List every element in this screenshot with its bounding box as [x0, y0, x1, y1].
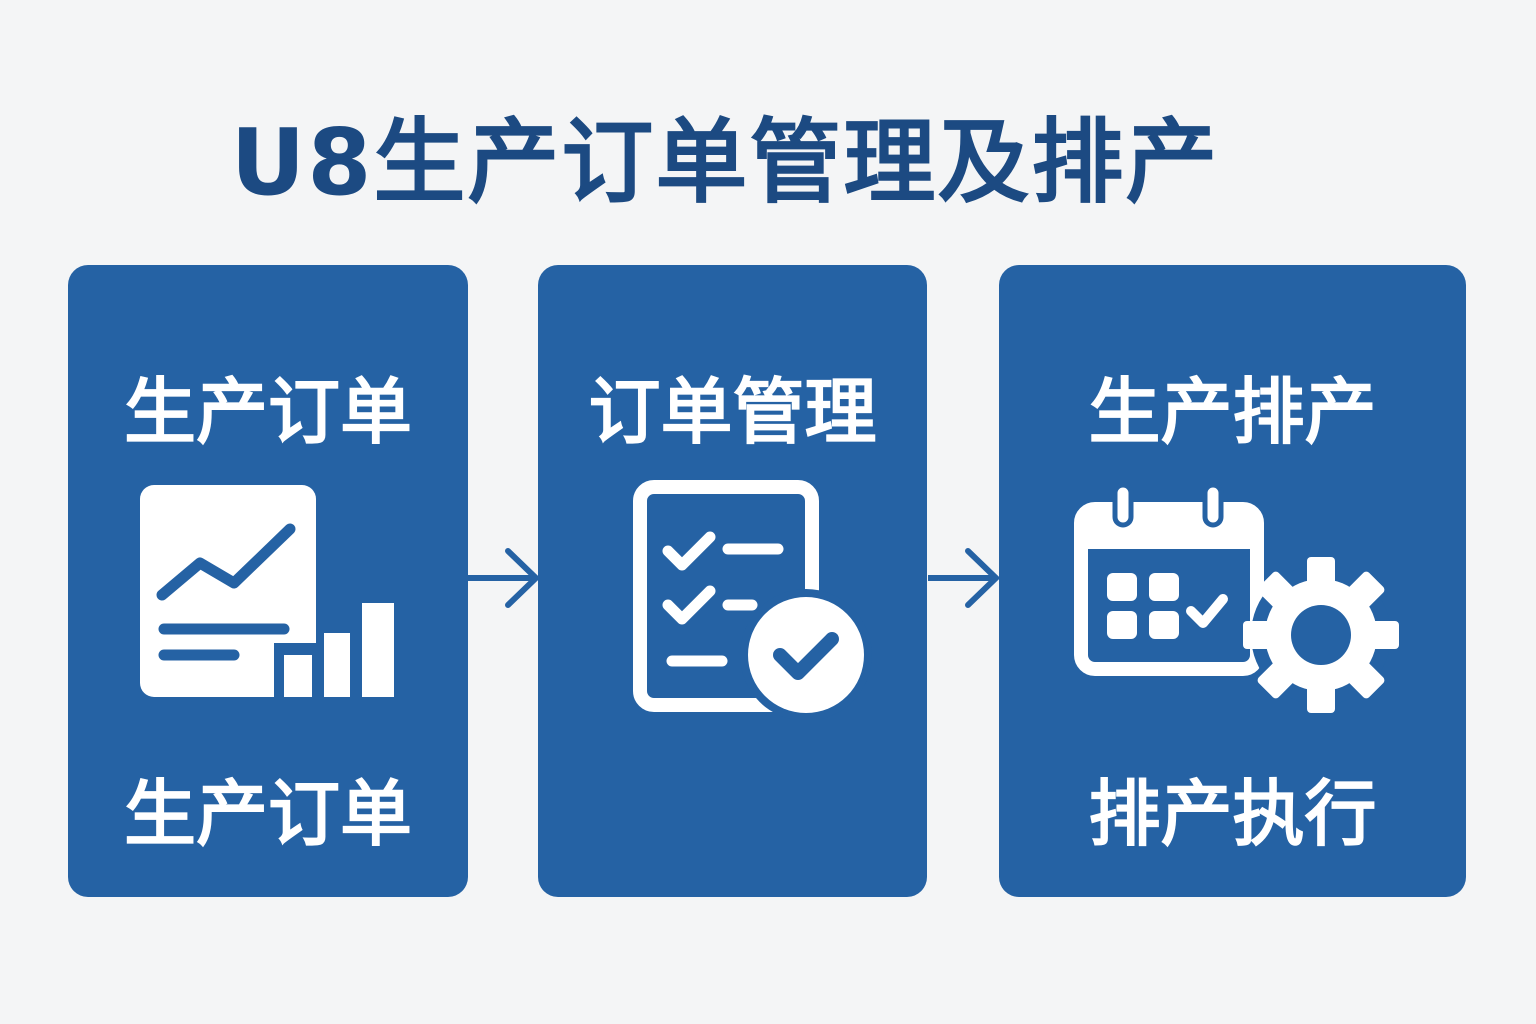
step-title: 订单管理 [588, 370, 877, 454]
step-caption: 排产执行 [1088, 772, 1377, 856]
step-title: 生产订单 [123, 370, 412, 454]
step-production-scheduling: 生产排产 排产执行 [999, 265, 1466, 897]
step-order-management: 订单管理 [538, 265, 927, 897]
chart-report-icon [140, 485, 394, 703]
arrow-right-icon [928, 548, 1000, 608]
arrow-right-icon [468, 548, 540, 608]
diagram-title: U8生产订单管理及排产 [230, 109, 1220, 216]
step-production-order: 生产订单 生产订单 [68, 265, 468, 897]
checklist-icon [633, 480, 872, 719]
step-caption: 生产订单 [123, 772, 412, 856]
calendar-gear-icon [1074, 482, 1399, 713]
step-title: 生产排产 [1088, 370, 1377, 454]
